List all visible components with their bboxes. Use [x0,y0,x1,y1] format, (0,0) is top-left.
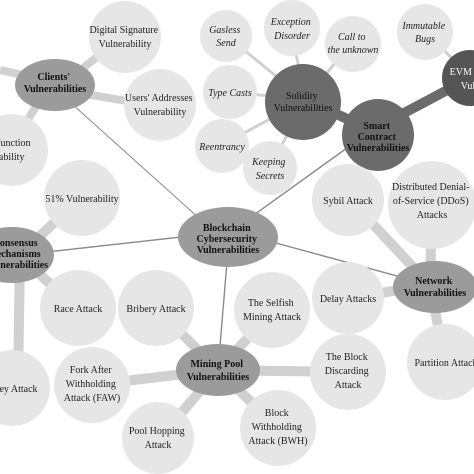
label-fork: Fork After Withholding Attack (FAW) [64,365,121,404]
node-sybil-circle [312,164,384,236]
label-network: Network Vulnerabilities [404,276,467,299]
label-consensus: onsensus echanisms ulnerabilities [0,238,48,271]
label-blockchain: Blockchain Cybersecurity Vulnerabilities [196,223,259,256]
label-clients: Clients' Vulnerabilities [24,72,87,95]
label-bwh: Block Withholding Attack (BWH) [248,408,307,447]
node-digital-signature-circle [89,1,161,73]
label-reentrancy: Reentrancy [198,142,245,153]
label-call-unknown: Call to the unknown [328,32,379,56]
node-exception-circle [264,0,320,56]
node-smart-contract-circle [342,99,414,171]
label-ddos: Distributed Denial- of-Service (DDoS) At… [392,182,472,221]
link-center-clients [61,94,211,229]
label-immutable: Immutable Bugs [401,21,447,45]
label-gasless: Gasless Send [209,25,243,49]
node-ney-circle [0,350,50,426]
node-reentrancy-circle [195,119,249,173]
node-typecasts-circle [203,65,257,119]
node-pool-hopping-circle [122,402,194,474]
node-selfish-circle [234,272,310,348]
label-bribery: Bribery Attack [126,304,185,315]
label-delay: Delay Attacks [320,294,376,305]
label-mining-pool: Mining Pool Vulnerabilities [187,359,250,383]
label-ney: ney Attack [0,384,38,395]
label-typecasts: Type Casts [208,88,252,99]
label-solidity: Solidity Vulnerabilities [274,91,333,114]
label-partition: Partition Attack [414,358,474,369]
node-solidity-circle [265,64,341,140]
node-blockchain-circle [178,207,278,267]
node-users-addresses-circle [124,69,196,141]
node-consensus-circle [0,227,54,283]
node-block-discarding-circle [310,334,386,410]
node-network-circle [393,261,474,313]
label-exception: Exception Disorder [270,17,313,42]
node-partition-circle [407,324,474,400]
node-race-circle [40,270,116,346]
label-pool-hopping: Pool Hopping Attack [129,426,187,451]
label-race: Race Attack [54,304,103,315]
node-ddos-circle [388,161,474,249]
node-evm-circle [442,50,474,106]
node-clients-circle [15,59,95,111]
label-digital-signature: Digital Signature Vulnerability [89,25,160,50]
label-evm: EVM Vul [450,67,474,92]
node-bribery-circle [118,270,194,346]
node-51-circle [44,160,120,236]
label-function: Function rability [0,138,33,163]
label-users-addresses: Users' Addresses Vulnerability [125,93,195,118]
node-gasless-circle [200,10,252,62]
node-bwh-circle [240,390,316,466]
node-call-unknown-circle [325,16,381,72]
labels: Blockchain Cybersecurity Vulnerabilities… [0,17,474,451]
node-immutable-circle [397,4,453,60]
label-sybil: Sybil Attack [323,196,373,207]
node-mining-pool-circle [176,344,260,396]
label-keeping: Keeping Secrets [251,157,288,182]
label-51: 51% Vulnerability [45,194,118,205]
label-smart-contract: Smart Contract Vulnerabilities [347,121,410,154]
node-keeping-circle [243,141,297,195]
node-function-circle [0,114,48,186]
node-fork-circle [54,347,130,423]
label-block-discarding: The Block Discarding Attack [325,352,371,391]
label-selfish: The Selfish Mining Attack [243,298,301,323]
node-delay-circle [312,262,384,334]
